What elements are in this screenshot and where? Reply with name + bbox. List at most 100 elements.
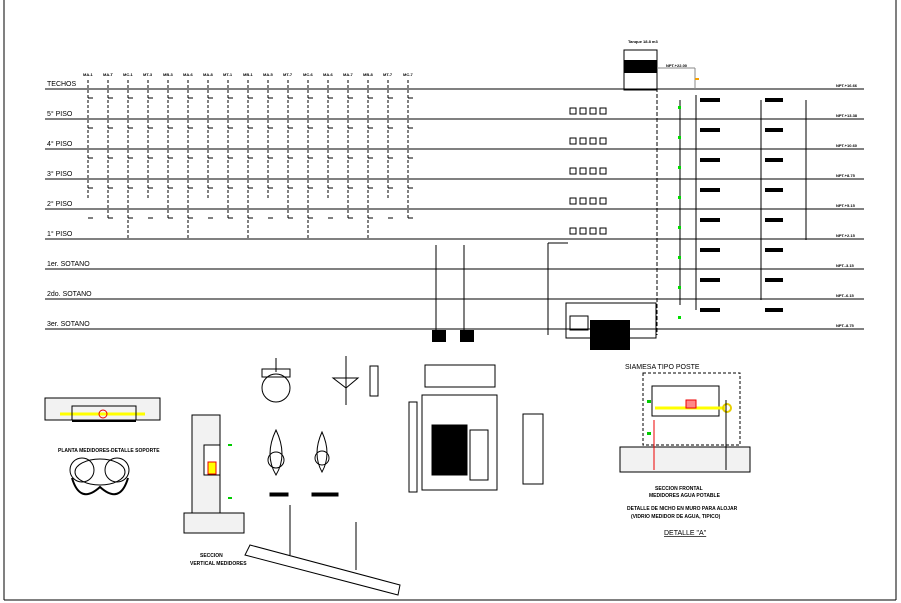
meter-block <box>765 158 783 162</box>
main-risers <box>435 88 807 335</box>
valve-marker <box>678 226 681 229</box>
fixture-symbol <box>599 227 607 235</box>
floor-label: 5° PISO <box>47 110 73 118</box>
riser-tag: MA-6 <box>183 72 194 77</box>
tank-label: Tanque 18.8 m3 <box>628 39 658 44</box>
fixture-symbol <box>569 107 577 115</box>
floor-label: 1° PISO <box>47 230 73 238</box>
fixture-symbol <box>589 167 597 175</box>
meter-block <box>765 128 783 132</box>
floor-level: NPT.+8.75 <box>836 173 856 178</box>
valve-marker <box>678 256 681 259</box>
riser-tag: MT-1 <box>223 72 233 77</box>
riser-tag: MB-3 <box>163 72 174 77</box>
fixture-symbol <box>579 107 587 115</box>
pump-room <box>565 302 657 350</box>
floor-label: 2° PISO <box>47 200 73 208</box>
fixture-symbol <box>579 227 587 235</box>
detail-nicho <box>408 364 544 493</box>
riser-tag: MC-1 <box>123 72 134 77</box>
detail-pipe-supports <box>244 356 401 596</box>
fixture-symbol <box>569 197 577 205</box>
siamesa-title: SIAMESA TIPO POSTE <box>625 364 700 371</box>
floor-level: NPT.-6.15 <box>836 293 855 298</box>
fixture-symbol <box>599 137 607 145</box>
riser-tag: MC-6 <box>303 72 314 77</box>
floor-label: 2do. SOTANO <box>47 291 92 298</box>
valve-marker <box>678 136 681 139</box>
fixture-symbol <box>599 167 607 175</box>
riser-tag: MA-T <box>103 72 114 77</box>
floor-label: 4° PISO <box>47 140 73 148</box>
floor-level: NPT.+16.66 <box>836 83 858 88</box>
riser-tag: MA-6 <box>323 72 334 77</box>
meter-block <box>700 278 720 282</box>
detail-siamesa: SIAMESA TIPO POSTE SECCION FRONTAL MEDID… <box>619 364 751 537</box>
fixture-symbol <box>569 137 577 145</box>
meter-block <box>765 308 783 312</box>
fixture-symbol <box>579 167 587 175</box>
nicho-caption-2: (VIDRIO MEDIDOR DE AGUA, TIPICO) <box>631 514 721 520</box>
riser-tag: MA-8 <box>203 72 214 77</box>
cisterns <box>432 330 474 342</box>
fixture-symbol <box>569 227 577 235</box>
floor-label: TECHOS <box>47 81 77 88</box>
meter-blocks <box>569 98 783 319</box>
riser-tag: MA-5 <box>263 72 274 77</box>
meter-block <box>700 218 720 222</box>
valve-marker <box>678 106 681 109</box>
floor-label: 1er. SOTANO <box>47 261 90 268</box>
meter-block <box>700 248 720 252</box>
valve-marker <box>678 196 681 199</box>
detail-seccion-vertical: SECCION VERTICAL MEDIDORES <box>183 414 247 567</box>
floor-level: NPT.-8.75 <box>836 323 855 328</box>
meter-block <box>765 278 783 282</box>
detalle-label: DETALLE "A" <box>664 530 707 537</box>
meter-block <box>700 128 720 132</box>
seccion-caption-2: VERTICAL MEDIDORES <box>190 561 247 567</box>
fixture-symbol <box>589 137 597 145</box>
planta-caption: PLANTA MEDIDORES-DETALLE SOPORTE <box>58 448 160 454</box>
floor-label: 3° PISO <box>47 170 73 178</box>
fixture-symbol <box>599 197 607 205</box>
valve-marker <box>678 166 681 169</box>
riser-tag: MA-7 <box>343 72 354 77</box>
seccion-caption-1: SECCION <box>200 553 223 559</box>
meter-block <box>700 308 720 312</box>
riser-tag: MT-7 <box>383 72 393 77</box>
meter-block <box>700 158 720 162</box>
siamesa-caption-1: SECCION FRONTAL <box>655 486 703 492</box>
meter-block <box>700 188 720 192</box>
nicho-caption-1: DETALLE DE NICHO EN MURO PARA ALOJAR <box>627 506 738 512</box>
water-tank: Tanque 18.8 m3 NPT.+22.00 <box>623 39 699 91</box>
detail-planta-medidores: PLANTA MEDIDORES-DETALLE SOPORTE <box>44 397 161 496</box>
riser-tag: MC-7 <box>403 72 414 77</box>
fixture-symbol <box>589 197 597 205</box>
fixture-symbol <box>589 227 597 235</box>
fixture-symbol <box>569 167 577 175</box>
riser-tag: MB-8 <box>363 72 374 77</box>
meter-block <box>765 218 783 222</box>
floor-level: NPT.-3.15 <box>836 263 855 268</box>
floor-level: NPT.+2.15 <box>836 233 856 238</box>
valve-marker <box>678 316 681 319</box>
meter-block <box>765 248 783 252</box>
riser-tag: MT-3 <box>143 72 153 77</box>
valve-marker <box>678 286 681 289</box>
fixture-symbol <box>599 107 607 115</box>
fixture-symbol <box>579 197 587 205</box>
floor-level: NPT.+5.15 <box>836 203 856 208</box>
floor-label: 3er. SOTANO <box>47 321 90 328</box>
siamesa-caption-2: MEDIDORES AGUA POTABLE <box>649 493 721 499</box>
tank-level: NPT.+22.00 <box>666 63 688 68</box>
riser-tag: MT-7 <box>283 72 293 77</box>
fixture-symbol <box>579 137 587 145</box>
meter-block <box>700 98 720 102</box>
fixture-symbol <box>589 107 597 115</box>
meter-block <box>765 188 783 192</box>
floor-lines <box>45 88 864 330</box>
floor-level: NPT.+10.60 <box>836 143 858 148</box>
riser-tag: MB-1 <box>243 72 254 77</box>
